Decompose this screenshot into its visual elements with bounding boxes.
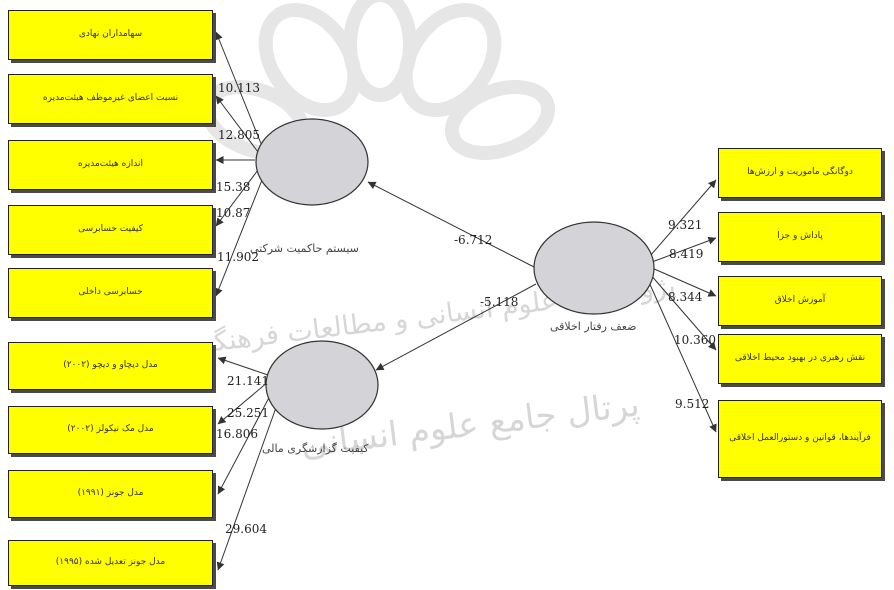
indicator-box: مدل جونز (۱۹۹۱) [8,470,213,518]
coefficient-label: 11.902 [217,250,259,264]
construct-label-ethics: ضعف رفتار اخلاقی [550,320,637,333]
indicator-box: فرآیندها، قوانین و دستورالعمل اخلاقی [718,400,882,478]
coefficient-label: 16.806 [216,427,258,441]
coefficient-label: 9.321 [668,218,703,232]
indicator-box: نسبت اعضای غیرموظف هیئت‌مدیره [8,74,213,124]
path-coefficient: -5.118 [480,295,519,309]
indicator-box: مدل جونز تعدیل شده (۱۹۹۵) [8,540,213,586]
coefficient-label: 29.604 [225,522,267,536]
indicator-box: مدل مک نیکولز (۲۰۰۲) [8,406,213,454]
coefficient-label: 8.419 [669,247,704,261]
indicator-box: سهامداران نهادی [8,10,213,60]
coefficient-label: 10.113 [218,81,260,95]
construct-label-reporting: کیفیت گزارشگری مالی [262,442,369,455]
indicator-box: دوگانگی ماموریت و ارزش‌ها [718,148,882,198]
indicator-box: نقش رهبری در بهبود محیط اخلاقی [718,334,882,384]
coefficient-label: 9.512 [675,397,710,411]
path-coefficient: -6.712 [454,233,493,247]
coefficient-label: 21.141 [227,374,269,388]
coefficient-label: 10.360 [674,333,716,347]
indicator-box: پاداش و جزا [718,212,882,262]
indicator-box: مدل دیچاو و دیچو (۲۰۰۲) [8,342,213,390]
indicator-box: اندازه هیئت‌مدیره [8,140,213,190]
construct-label-governance: سیستم حاکمیت شرکتی [250,242,359,255]
coefficient-label: 12.805 [218,128,260,142]
coefficient-label: 10.87 [216,206,251,220]
construct-ellipse-reporting [265,340,379,430]
indicator-box: آموزش اخلاق [718,276,882,326]
coefficient-label: 25.251 [227,406,269,420]
coefficient-label: 8.344 [668,290,703,304]
indicator-box: حسابرسی داخلی [8,268,213,318]
construct-ellipse-governance [255,118,369,206]
construct-ellipse-ethics [533,221,655,315]
coefficient-label: 15.38 [216,180,251,194]
indicator-box: کیفیت حسابرسی [8,205,213,255]
arrow [215,31,717,571]
